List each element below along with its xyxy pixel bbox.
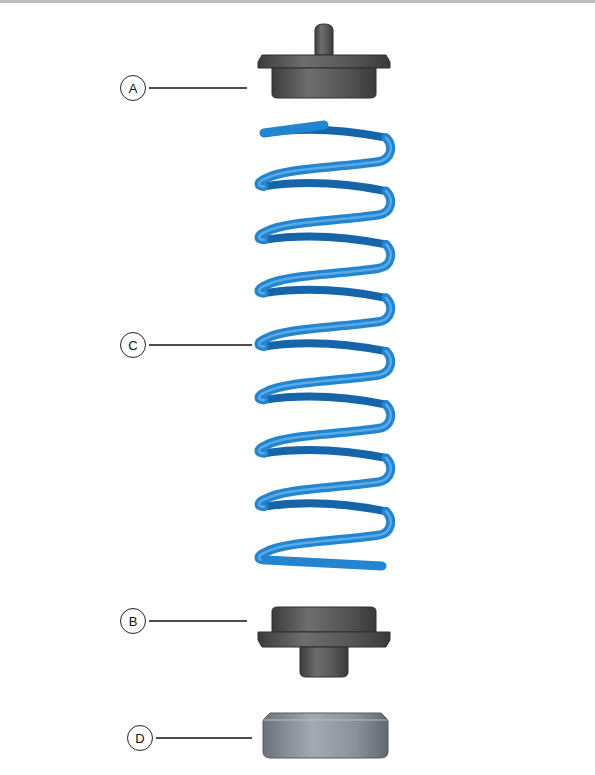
- spring-coil: [259, 138, 391, 560]
- coil-spring: [259, 125, 391, 566]
- frame-line: [0, 0, 595, 3]
- callout-number: A: [120, 75, 146, 101]
- callout-number: B: [120, 608, 146, 634]
- callout-number: D: [127, 725, 153, 751]
- lower-seat: [258, 607, 390, 677]
- leader-lines: [149, 88, 252, 738]
- callout-number: C: [120, 332, 146, 358]
- spring-coil: [264, 125, 324, 133]
- base-ring: [263, 713, 388, 758]
- spring-coil: [266, 560, 382, 566]
- upper-seat: [258, 24, 390, 98]
- spring-coil: [259, 138, 391, 560]
